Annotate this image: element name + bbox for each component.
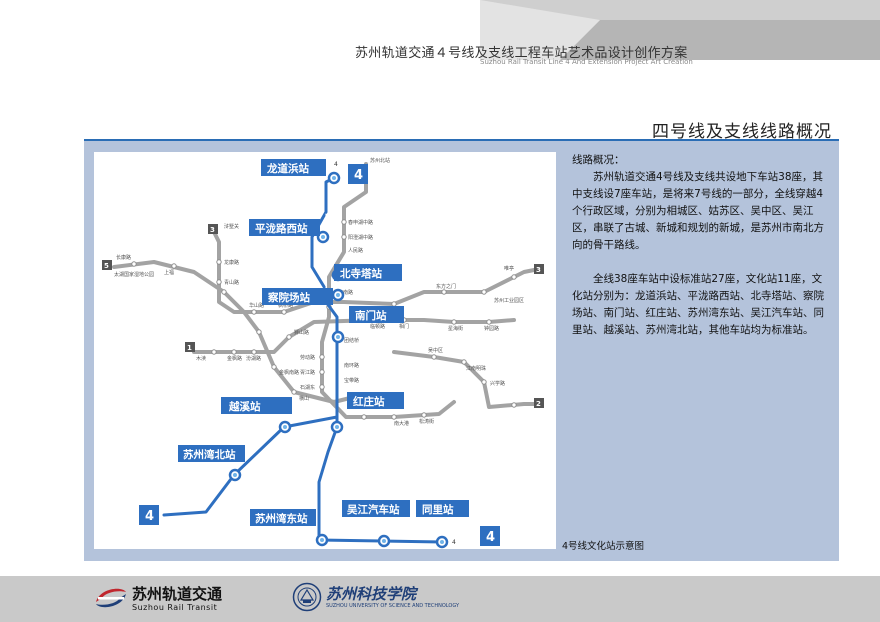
- university-emblem-icon: [292, 582, 322, 612]
- svg-text:人民路: 人民路: [348, 247, 363, 254]
- svg-text:苏州工业园区: 苏州工业园区: [494, 297, 524, 304]
- line4-badge-southeast-text: 4: [486, 530, 495, 545]
- svg-text:木渎: 木渎: [196, 355, 206, 362]
- section-title: 四号线及支线线路概况: [652, 122, 832, 142]
- map-caption: 4号线文化站示意图: [562, 541, 645, 552]
- description-paragraph-1: 苏州轨道交通4号线及支线共设地下车站38座，其中支线设7座车站，是将来7号线的一…: [572, 171, 824, 251]
- station-label-hongzhuang: 红庄站: [353, 395, 385, 408]
- line3-badge-east-text: 3: [536, 266, 541, 274]
- paragraph-gap: [572, 254, 830, 271]
- svg-text:宝带路: 宝带路: [344, 377, 359, 384]
- line4-badge-southwest: [139, 505, 159, 525]
- svg-text:汾湖路: 汾湖路: [246, 355, 261, 362]
- logo2-subtitle: SUZHOU UNIVERSITY OF SCIENCE AND TECHNOL…: [326, 603, 460, 609]
- svg-text:劳动路: 劳动路: [300, 354, 315, 361]
- route-map-svg: .gl{fill:none;stroke:#a3a3a3;stroke-widt…: [102, 157, 544, 549]
- suzhou-rail-logo-icon: [96, 588, 126, 608]
- svg-text:团结桥: 团结桥: [344, 337, 359, 344]
- line3-badge-west-text: 3: [210, 226, 215, 234]
- line3-badge-east: [534, 264, 544, 274]
- line4-badge-southwest-text: 4: [145, 509, 154, 524]
- svg-text:江南明珠: 江南明珠: [466, 365, 486, 372]
- description-paragraph-2: 全线38座车站中设标准站27座，文化站11座，文化站分别为：龙道浜站、平泷路西站…: [572, 273, 824, 336]
- logo1-subtitle: Suzhou Rail Transit: [132, 603, 218, 612]
- document-subtitle: Suzhou Rail Transit Line 4 And Extension…: [480, 58, 693, 66]
- svg-text:胥江路: 胥江路: [300, 369, 315, 376]
- svg-text:松涛街: 松涛街: [419, 418, 434, 425]
- station-label-yuexi: 越溪站: [228, 400, 261, 413]
- logo1-text: 苏州轨道交通: [132, 585, 223, 603]
- svg-text:苏州北站: 苏州北站: [370, 157, 390, 164]
- line5-badge: [102, 260, 112, 270]
- svg-text:华山路: 华山路: [249, 302, 264, 309]
- svg-text:青山路: 青山路: [224, 279, 239, 286]
- svg-text:龙康路: 龙康路: [224, 259, 239, 266]
- svg-text:春申湖中路: 春申湖中路: [348, 219, 373, 226]
- line4-tag-southeast: 4: [452, 539, 456, 546]
- logo2-text: 苏州科技学院: [326, 585, 417, 603]
- station-label-tongli: 同里站: [422, 503, 454, 516]
- line4-branch-path: [162, 415, 339, 517]
- header-graphic: [480, 0, 880, 60]
- line2-path: [320, 162, 456, 419]
- line2-badge: [534, 398, 544, 408]
- station-label-beisita: 北寺塔站: [340, 267, 382, 280]
- minor-stations: [131, 219, 517, 420]
- line1-badge-text: 1: [187, 344, 192, 352]
- station-label-suzhouwanbei: 苏州湾北站: [183, 448, 236, 461]
- line1-path: [192, 318, 516, 354]
- svg-text:石湖东: 石湖东: [300, 384, 315, 391]
- section-rule: [84, 139, 839, 141]
- line2-east-path: [392, 350, 541, 409]
- line4-badge-north-text: 4: [354, 168, 363, 183]
- svg-text:浒墅关: 浒墅关: [224, 223, 239, 230]
- document-title: 苏州轨道交通４号线及支线工程车站艺术品设计创作方案: [355, 46, 688, 61]
- svg-text:星海街: 星海街: [448, 325, 463, 332]
- svg-text:金枫路: 金枫路: [227, 355, 242, 362]
- line4-badge-southeast: [480, 526, 500, 546]
- svg-text:临顿路: 临顿路: [370, 323, 385, 330]
- line2-badge-text: 2: [536, 400, 541, 408]
- minor-station-labels: 木渎 金枫路 汾湖路 狮山路 临顿路 相门 星海街 钟园路 苏州北站 春申湖中路…: [114, 157, 524, 427]
- line4-path: [310, 176, 444, 544]
- station-label-suzhouwandong: 苏州湾东站: [255, 512, 308, 525]
- svg-text:金枫南路: 金枫南路: [279, 369, 299, 376]
- footer: [0, 576, 880, 622]
- svg-text:枫桥路: 枫桥路: [278, 302, 293, 309]
- svg-text:相门: 相门: [399, 323, 409, 330]
- svg-text:上福: 上福: [164, 269, 174, 276]
- svg-text:吴中区: 吴中区: [428, 347, 443, 354]
- route-map: .gl{fill:none;stroke:#a3a3a3;stroke-widt…: [94, 152, 556, 549]
- line4-badge-north: [348, 164, 368, 184]
- svg-text:唯亭: 唯亭: [504, 265, 514, 272]
- description: 线路概况： 苏州轨道交通4号线及支线共设地下车站38座，其中支线设7座车站，是将…: [572, 152, 830, 339]
- station-label-longdaobang: 龙道浜站: [266, 162, 309, 175]
- station-label-nanmen: 南门站: [355, 309, 387, 322]
- svg-text:阳澄湖中路: 阳澄湖中路: [348, 234, 373, 241]
- line5-badge-text: 5: [104, 262, 109, 270]
- svg-text:狮山路: 狮山路: [294, 329, 309, 336]
- description-heading: 线路概况：: [572, 154, 625, 166]
- line4-tag-north: 4: [334, 161, 338, 168]
- station-label-chayuanchang: 察院场站: [267, 291, 310, 304]
- svg-text:兴学路: 兴学路: [490, 380, 505, 387]
- svg-text:南环路: 南环路: [344, 362, 359, 369]
- svg-text:东方之门: 东方之门: [436, 283, 456, 290]
- line1-badge: [185, 342, 195, 352]
- svg-text:南大港: 南大港: [394, 420, 409, 427]
- svg-text:钟园路: 钟园路: [484, 325, 499, 332]
- station-label-pinglongluxi: 平泷路西站: [255, 222, 308, 235]
- svg-text:横山: 横山: [299, 395, 309, 402]
- culture-station-markers: [228, 171, 449, 549]
- svg-text:长康路: 长康路: [116, 254, 131, 261]
- station-label-wujiangqiche: 吴江汽车站: [347, 503, 400, 516]
- svg-text:太湖国家湿地公园: 太湖国家湿地公园: [114, 271, 154, 278]
- culture-station-labels: 龙道浜站 平泷路西站 北寺塔站 察院场站 南门站 红庄站 越溪站 苏州湾北站 苏…: [178, 159, 469, 526]
- line3-badge-west: [208, 224, 218, 234]
